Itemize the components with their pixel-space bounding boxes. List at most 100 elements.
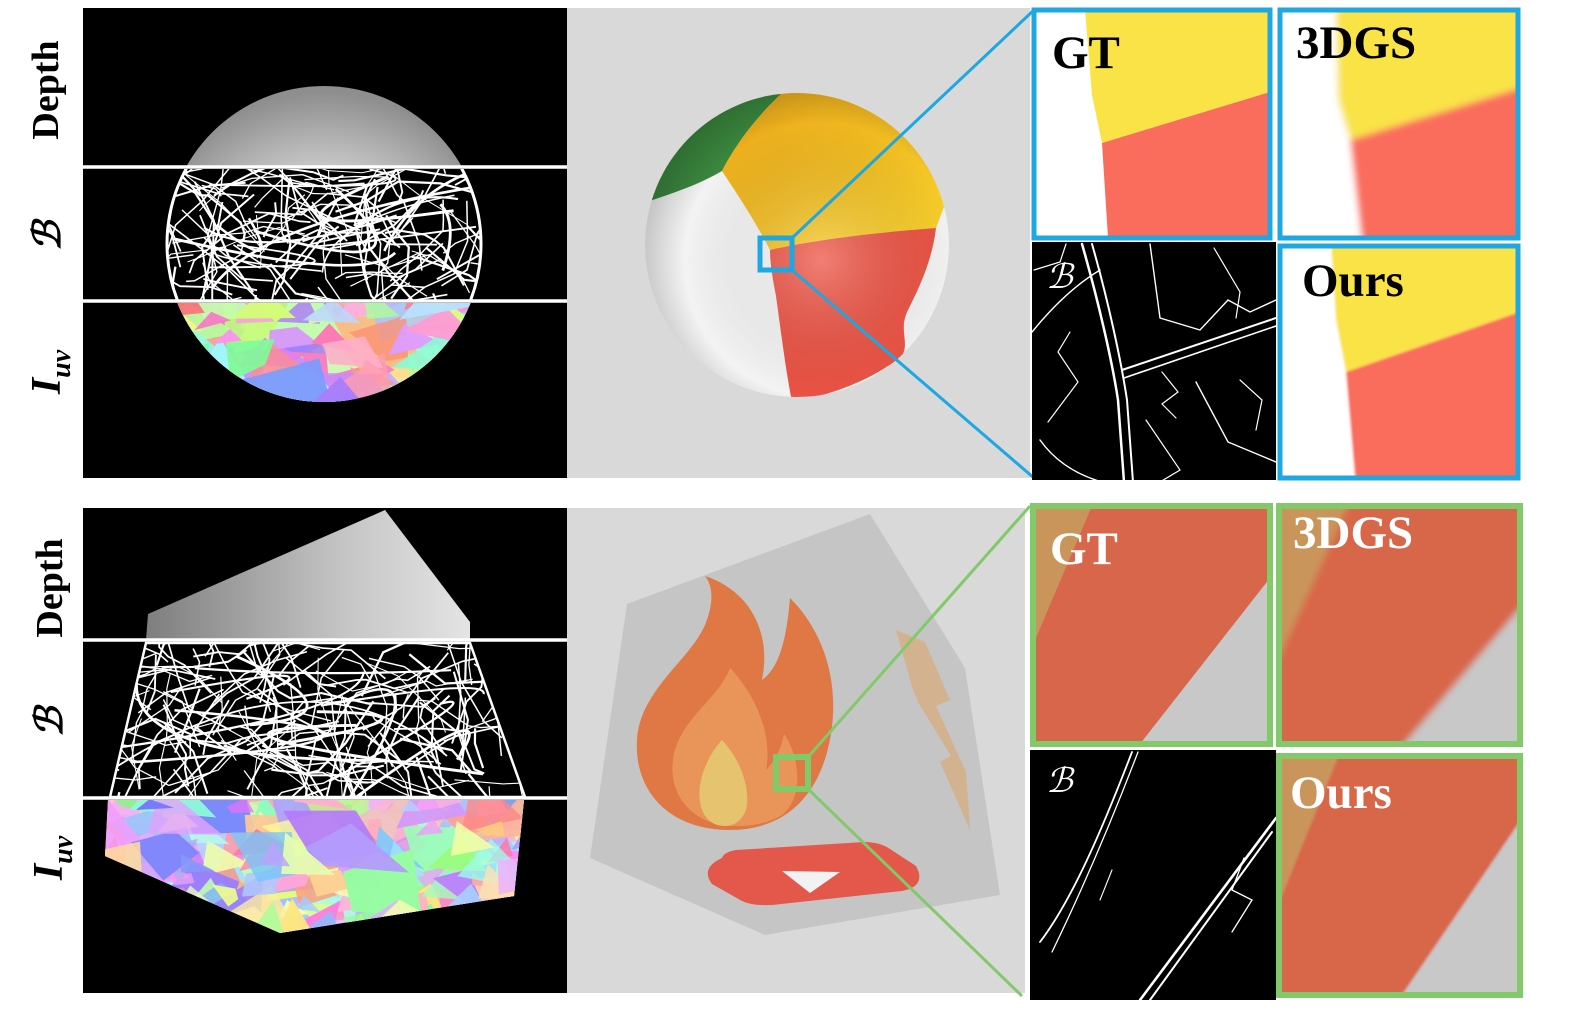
boundary-line: [166, 187, 182, 268]
boundary-line: [155, 643, 209, 666]
uv-patch: [135, 800, 174, 810]
uv-patch: [475, 821, 505, 837]
uv-patch: [404, 303, 428, 310]
boundary-line: [328, 700, 455, 783]
boundary-line: [267, 169, 365, 188]
zoom-connector: [806, 787, 1024, 998]
boundary-line: [203, 237, 261, 269]
boundary-line: [220, 739, 280, 772]
boundary-line: [273, 182, 292, 296]
boundary-line: [144, 739, 242, 797]
boundary-line: [329, 238, 438, 250]
uv-patch: [461, 800, 524, 833]
zoom-connector: [806, 505, 1032, 758]
boundary-line: [415, 669, 425, 753]
boundary-line: [173, 237, 397, 267]
boundary-line: [269, 263, 344, 300]
boundary-line: [243, 770, 295, 797]
crop-label-ours: Ours: [1302, 255, 1404, 307]
boundary-line: [334, 271, 403, 280]
sphere-boundary-band: [165, 169, 483, 300]
uv-patch: [399, 800, 421, 812]
crop-label-gt: GT: [1052, 27, 1120, 79]
crop-boundary: [1030, 750, 1276, 1000]
uv-patch: [227, 800, 254, 814]
boundary-line: [112, 700, 448, 770]
boundary-line: [186, 181, 215, 300]
uv-patch: [358, 360, 387, 374]
boundary-line: [254, 178, 284, 208]
boundary-line: [285, 748, 308, 797]
crop-boundary: [1032, 242, 1276, 480]
sphere-depth-map: [186, 86, 462, 166]
uv-patch: [399, 303, 474, 320]
boundary-line: [169, 740, 231, 797]
boundary-line: [172, 768, 204, 797]
boundary-line: [198, 643, 267, 679]
uv-patch: [450, 821, 495, 857]
crop-ours: [1280, 246, 1518, 478]
zoom-marker: [773, 754, 811, 792]
uv-patch: [229, 832, 297, 882]
lightning-icon: [896, 630, 970, 830]
boundary-line: [111, 671, 365, 750]
boundary-line: [320, 686, 485, 707]
boundary-line: [402, 694, 409, 719]
boundary-line: [278, 644, 311, 676]
crop-frame: [1030, 503, 1273, 747]
sphere-boundary-lines: [166, 169, 482, 300]
uv-patch: [268, 326, 319, 351]
row-label-uv: Iuv: [24, 349, 77, 395]
ball-shading: [645, 93, 949, 397]
boundary-line: [359, 169, 439, 246]
boundary-line: [113, 726, 187, 746]
row-label-depth: Depth: [25, 40, 67, 139]
boundary-line: [204, 643, 215, 668]
uv-patch: [296, 895, 321, 913]
boundary-line: [448, 643, 473, 686]
boundary-line: [408, 653, 489, 685]
boundary-line: [169, 169, 246, 242]
crop-gt: [1033, 506, 1270, 744]
boundary-line: [473, 728, 485, 769]
boundary-line: [334, 695, 355, 797]
boundary-line: [345, 258, 442, 279]
uv-patch: [396, 800, 468, 829]
boundary-line: [335, 180, 482, 213]
cube-uv-region: [105, 800, 524, 933]
uv-patch: [305, 823, 410, 873]
uv-patch: [364, 303, 400, 320]
cube-uv-texture: [105, 800, 524, 933]
boundary-line: [415, 756, 448, 797]
boundary-line: [168, 223, 313, 300]
boundary-line: [421, 748, 476, 797]
boundary-line: [221, 173, 350, 193]
crop-label-3dgs: 3DGS: [1293, 507, 1413, 559]
uv-patch: [415, 818, 443, 836]
boundary-line: [188, 212, 311, 274]
boundary-line: [264, 215, 325, 300]
boundary-line: [377, 169, 429, 203]
zoom-connector: [790, 8, 1036, 240]
uv-patch: [293, 800, 350, 810]
sphere-uv-texture: [166, 303, 482, 402]
uv-patch: [512, 827, 524, 850]
uv-patch: [248, 341, 300, 379]
uv-patch: [201, 840, 250, 877]
boundary-line: [170, 674, 291, 700]
top-row: Depth ℬ Iuv: [24, 7, 1521, 481]
boundary-line: [310, 169, 328, 191]
boundary-line: [301, 282, 411, 300]
uv-patch: [353, 800, 419, 848]
uv-patch: [231, 303, 296, 319]
boundary-line: [411, 250, 430, 262]
boundary-line: [362, 657, 479, 731]
boundary-line: [252, 169, 318, 175]
boundary-line: [292, 206, 348, 242]
sphere-uv-band: [166, 303, 482, 402]
fire-icon: [636, 576, 834, 830]
boundary-line: [441, 201, 482, 287]
boundary-line: [209, 169, 397, 188]
boundary-line: [384, 695, 421, 765]
